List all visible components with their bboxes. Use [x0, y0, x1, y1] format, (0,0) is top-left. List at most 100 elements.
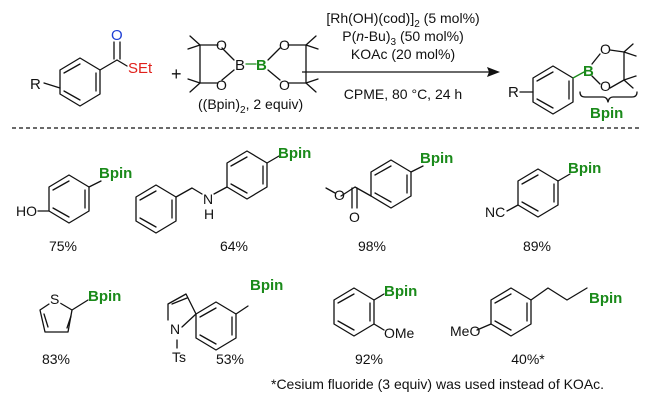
diboron-b-label: B	[235, 57, 245, 74]
substrate-cs-bond	[116, 59, 128, 67]
conditions-solvent-temp: CPME, 80 °C, 24 h	[344, 86, 462, 102]
compound-ring-inner-bonds	[199, 307, 233, 345]
compound-benzyl-bonds	[175, 187, 203, 198]
product-bpin-label: Bpin	[590, 105, 623, 122]
compound-bpin-label: Bpin	[568, 160, 601, 177]
compound-boron-bond	[557, 173, 571, 182]
compound-ring	[333, 287, 375, 337]
product-4-cyanophenyl: NC Bpin 89%	[485, 160, 601, 254]
compound-ring	[370, 159, 412, 209]
compound-h-label: H	[204, 206, 214, 222]
compound-boron-bond	[71, 299, 89, 311]
compound-yield: 98%	[358, 238, 386, 254]
product-2-methoxyphenyl: Bpin OMe 92%	[333, 283, 417, 367]
product-cb-bond	[572, 71, 585, 79]
compound-boron-bond	[266, 155, 280, 164]
product-4-hydroxyphenyl: HO Bpin 75%	[16, 165, 132, 254]
product-n-tosyl-indole: N Ts Bpin 53%	[167, 277, 283, 367]
compound-ring-inner-bonds	[43, 313, 72, 329]
diboron-right-methyls	[305, 35, 319, 93]
compound-ring-inner-bonds	[230, 156, 264, 194]
compound-alkyl-chain	[530, 287, 588, 301]
plus-sign: +	[171, 64, 182, 84]
compound-ring	[226, 150, 268, 200]
compound-nh-bond	[213, 186, 228, 195]
compound-yield: 75%	[49, 238, 77, 254]
conditions-catalyst: [Rh(OH)(cod)]2 (5 mol%)	[326, 10, 479, 30]
compound-yield: 64%	[220, 238, 248, 254]
compound-ts-label: Ts	[172, 349, 186, 365]
substrate-ring-inner-bonds	[63, 63, 97, 101]
compound-bpin-label: Bpin	[99, 165, 132, 182]
compound-substituent-bond	[373, 323, 385, 331]
product-methyl-benzoate: O O Bpin 98%	[325, 150, 453, 254]
substrate-o-label: O	[111, 27, 123, 44]
compound-o-label: O	[334, 187, 345, 203]
substrate-ring	[59, 57, 101, 107]
compound-yield: 40%*	[511, 351, 545, 367]
compound-ring	[48, 174, 90, 224]
compound-boron-bond	[88, 180, 102, 188]
product-2-thienyl: S Bpin 83%	[39, 288, 121, 367]
diboron-b-label: B	[256, 57, 267, 74]
substrate-r-bond	[43, 82, 61, 89]
compound-n-label: N	[170, 321, 180, 337]
product-arylboronate: R B O O Bpin	[508, 41, 638, 122]
compound-substituent-bond	[476, 323, 492, 331]
compound-boron-bond	[373, 293, 385, 301]
compound-ring	[490, 287, 532, 337]
reaction-arrowhead	[487, 67, 500, 77]
product-bpin-brace	[579, 91, 638, 103]
compound-ring	[195, 301, 237, 351]
diboron-o-label: O	[216, 77, 227, 93]
compound-substituent-bond	[506, 204, 519, 212]
diboron-left-methyls	[187, 35, 201, 93]
product-pin-ring	[591, 49, 625, 89]
compound-pyrrole-ring	[167, 293, 197, 328]
product-b-label: B	[583, 63, 594, 80]
compound-substituent-label: OMe	[384, 325, 415, 341]
compound-s-label: S	[50, 291, 59, 307]
diboron-left-ring	[199, 44, 235, 84]
diboron-reagent: O O B B O O ((Bpin)2, 2 equiv)	[187, 35, 319, 116]
product-o-label: O	[600, 41, 611, 57]
compound-pyrrole-double-bond	[171, 297, 188, 305]
compound-ring-inner-bonds	[52, 180, 86, 218]
compound-bpin-label: Bpin	[589, 290, 622, 307]
diboron-o-label: O	[279, 77, 290, 93]
compound-o-label: O	[349, 209, 360, 225]
product-pin-methyls	[623, 43, 637, 89]
conditions-ligand: P(n-Bu)3 (50 mol%)	[342, 28, 464, 48]
product-o-label: O	[600, 78, 611, 94]
substrate-carbonyl-bond	[99, 59, 118, 71]
reaction-conditions: [Rh(OH)(cod)]2 (5 mol%) P(n-Bu)3 (50 mol…	[302, 10, 500, 102]
compound-yield: 53%	[216, 351, 244, 367]
compound-boron-bond	[410, 165, 424, 173]
compound-bpin-label: Bpin	[250, 277, 283, 294]
compound-thiophene-ring	[39, 299, 73, 333]
compound-substituent-label: NC	[485, 204, 505, 220]
diboron-o-label: O	[216, 37, 227, 53]
compound-ring-inner-bonds	[374, 165, 408, 203]
compound-ring	[135, 184, 177, 234]
compound-ester-bonds	[325, 186, 372, 197]
compound-ring-inner-bonds	[521, 174, 555, 212]
compound-yield: 83%	[42, 351, 70, 367]
compound-bpin-label: Bpin	[88, 288, 121, 305]
product-ring-inner-bonds	[536, 71, 570, 109]
product-4-methoxyphenylpropyl: MeO Bpin 40%*	[450, 287, 622, 367]
compound-yield: 89%	[523, 238, 551, 254]
compound-carbonyl-bond	[351, 187, 358, 209]
substrate-co-double-bond	[113, 41, 121, 60]
diboron-o-label: O	[279, 37, 290, 53]
product-ring	[532, 65, 574, 115]
compound-substituent-label: MeO	[450, 323, 480, 339]
compound-ring	[517, 168, 559, 218]
diboron-right-ring	[267, 44, 307, 84]
diboron-caption: ((Bpin)2, 2 equiv)	[198, 96, 303, 116]
compound-n-label: N	[203, 191, 213, 207]
compound-ring-inner-bonds	[337, 293, 371, 331]
substrate-thioester: R O SEt	[30, 27, 153, 107]
product-4-benzylaminophenyl: N H Bpin 64%	[135, 145, 311, 254]
